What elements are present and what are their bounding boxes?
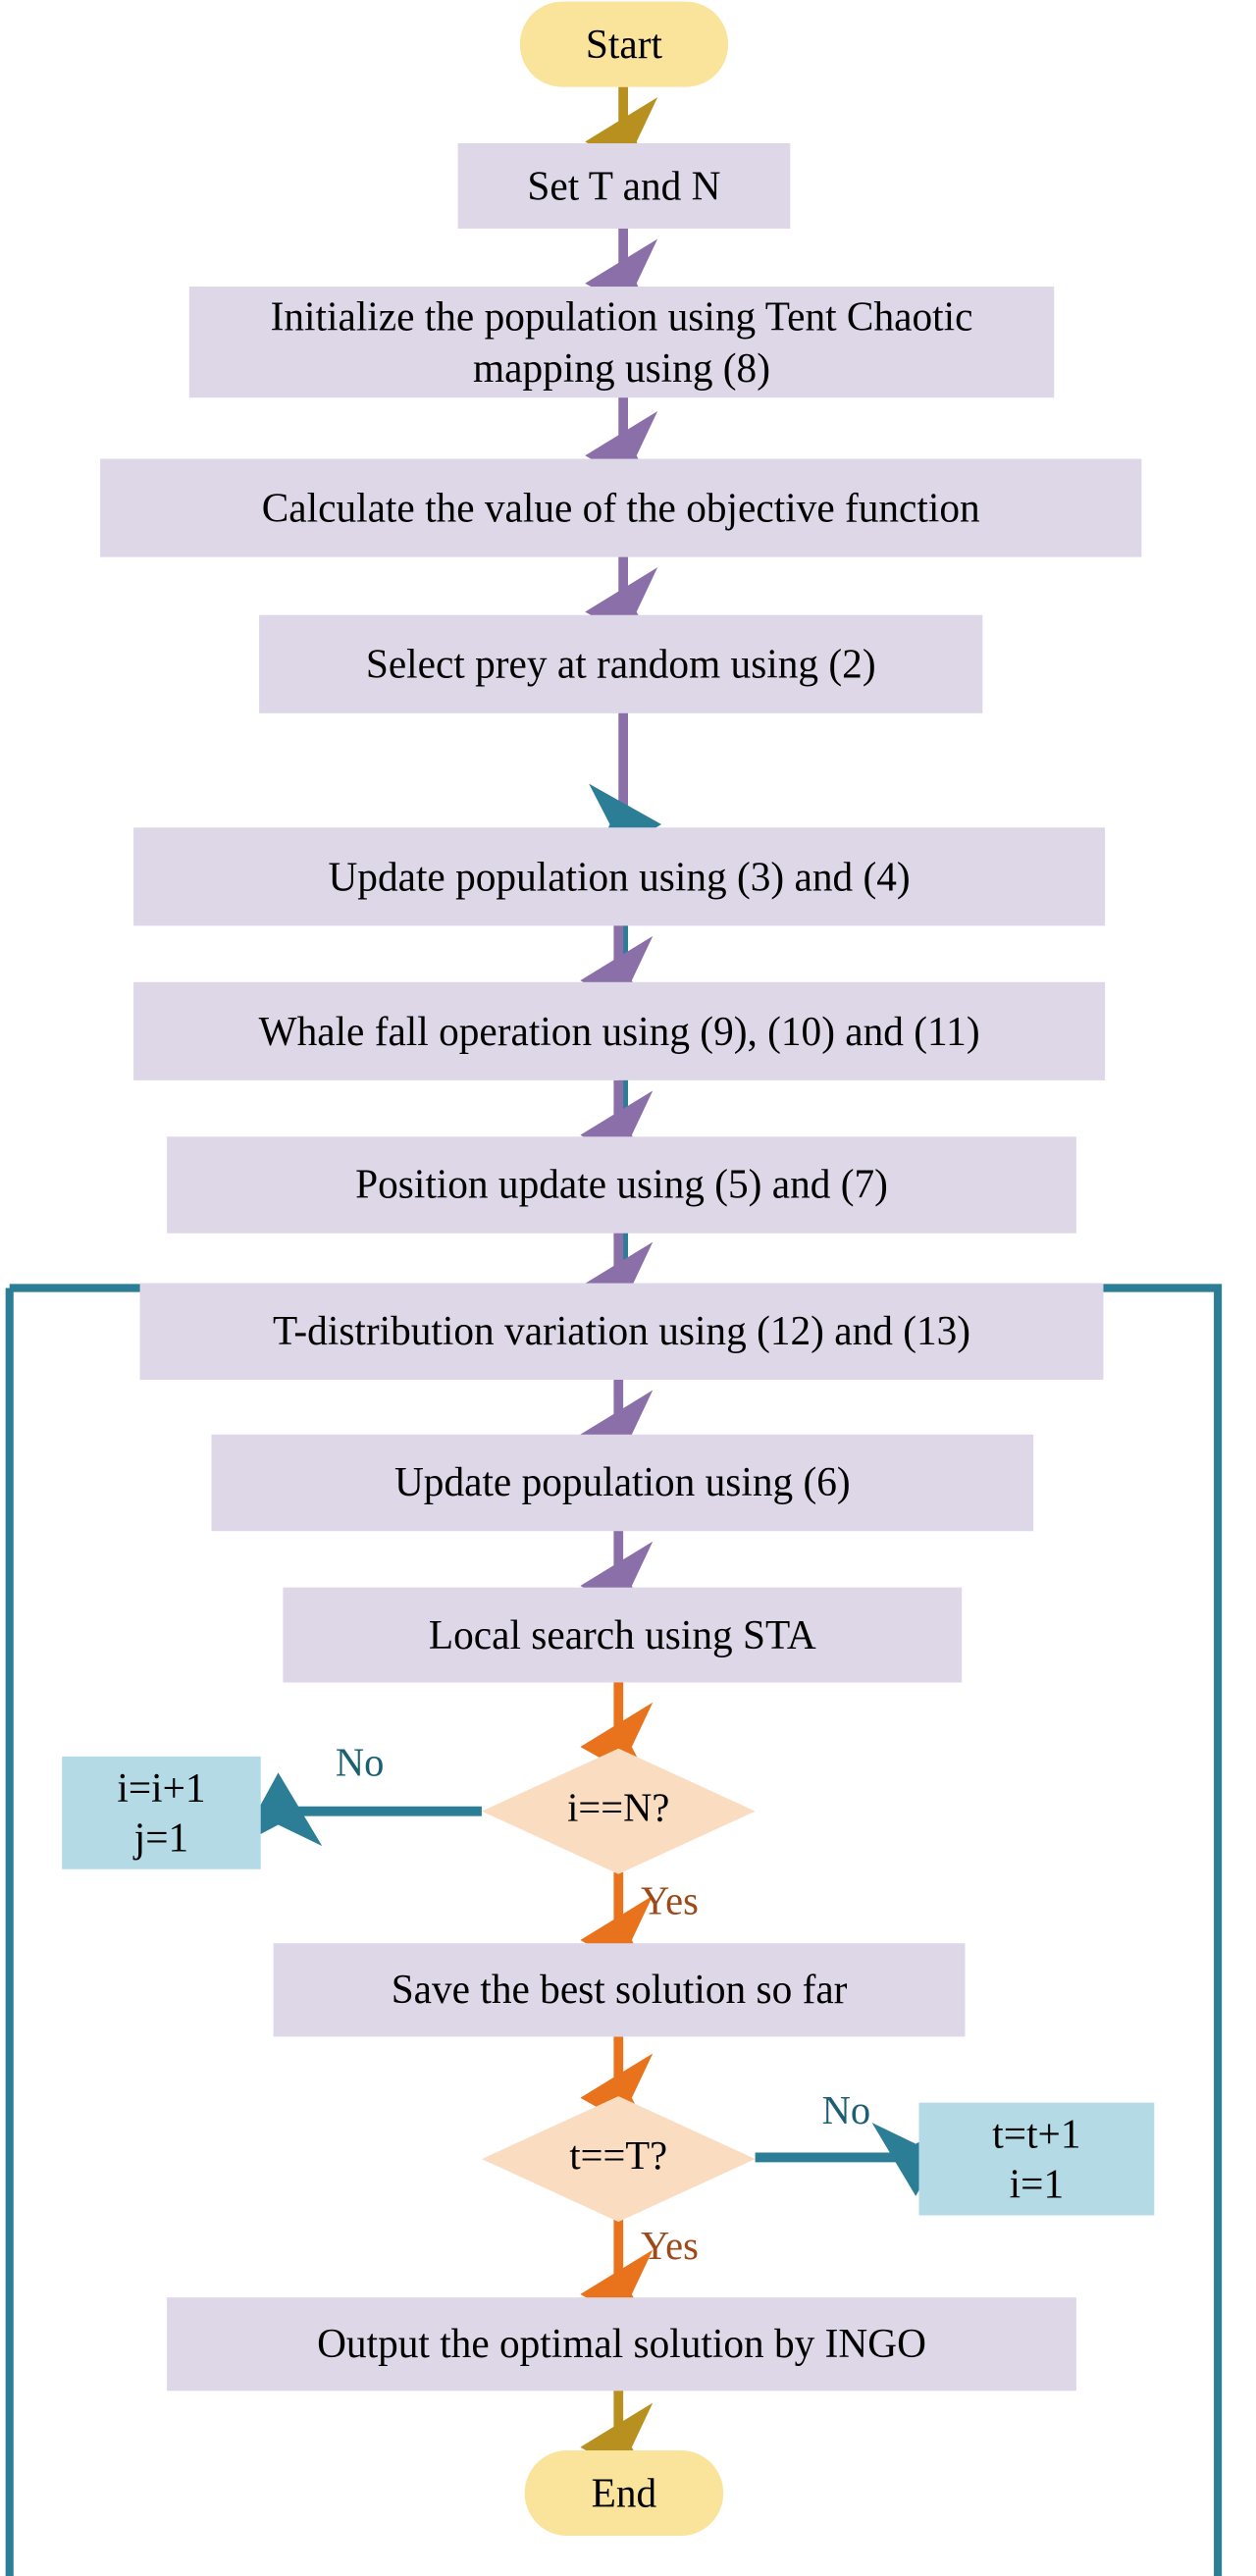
node-calculate-objective-label: Calculate the value of the objective fun… bbox=[261, 484, 980, 532]
node-whale-fall-operation[interactable]: Whale fall operation using (9), (10) and… bbox=[133, 981, 1106, 1080]
node-set-t-and-n-label: Set T and N bbox=[527, 162, 721, 210]
node-aux-i-increment[interactable]: i=i+1 j=1 bbox=[62, 1756, 261, 1869]
node-select-prey-label: Select prey at random using (2) bbox=[365, 640, 876, 688]
node-whale-fall-operation-label: Whale fall operation using (9), (10) and… bbox=[258, 1007, 980, 1055]
node-save-best-solution-label: Save the best solution so far bbox=[391, 1966, 848, 2014]
node-end[interactable]: End bbox=[524, 2450, 724, 2536]
node-output-optimal-solution-label: Output the optimal solution by INGO bbox=[317, 2320, 926, 2368]
node-position-update-label: Position update using (5) and (7) bbox=[355, 1161, 888, 1209]
node-decision-t-equals-t-label: t==T? bbox=[569, 2134, 668, 2179]
node-start-label: Start bbox=[585, 21, 662, 68]
node-update-population-6[interactable]: Update population using (6) bbox=[211, 1434, 1034, 1532]
node-aux-i-increment-label: i=i+1 j=1 bbox=[117, 1763, 206, 1862]
node-start[interactable]: Start bbox=[519, 1, 729, 87]
edge-label-no-t: No bbox=[821, 2089, 871, 2133]
node-aux-t-increment[interactable]: t=t+1 i=1 bbox=[918, 2102, 1155, 2216]
node-position-update[interactable]: Position update using (5) and (7) bbox=[167, 1136, 1076, 1234]
node-local-search-sta[interactable]: Local search using STA bbox=[283, 1587, 963, 1683]
node-update-population-6-label: Update population using (6) bbox=[393, 1459, 851, 1506]
node-set-t-and-n[interactable]: Set T and N bbox=[457, 143, 791, 229]
node-local-search-sta-label: Local search using STA bbox=[428, 1611, 816, 1658]
edge-label-no-i: No bbox=[335, 1742, 385, 1786]
node-end-label: End bbox=[591, 2469, 657, 2517]
node-update-population-3-4-label: Update population using (3) and (4) bbox=[328, 853, 911, 901]
node-t-distribution-variation-label: T-distribution variation using (12) and … bbox=[272, 1307, 971, 1355]
node-select-prey[interactable]: Select prey at random using (2) bbox=[259, 614, 983, 713]
node-initialize-population-label: Initialize the population using Tent Cha… bbox=[270, 293, 973, 391]
node-update-population-3-4[interactable]: Update population using (3) and (4) bbox=[133, 827, 1106, 926]
edge-label-yes-t: Yes bbox=[640, 2225, 699, 2269]
node-output-optimal-solution[interactable]: Output the optimal solution by INGO bbox=[167, 2297, 1076, 2392]
node-aux-t-increment-label: t=t+1 i=1 bbox=[992, 2110, 1081, 2208]
node-calculate-objective[interactable]: Calculate the value of the objective fun… bbox=[100, 458, 1142, 557]
node-decision-i-equals-n-label: i==N? bbox=[567, 1787, 670, 1831]
node-save-best-solution[interactable]: Save the best solution so far bbox=[273, 1943, 966, 2037]
node-t-distribution-variation[interactable]: T-distribution variation using (12) and … bbox=[139, 1283, 1104, 1381]
edge-label-yes-i: Yes bbox=[640, 1880, 699, 1924]
node-initialize-population[interactable]: Initialize the population using Tent Cha… bbox=[188, 287, 1055, 398]
